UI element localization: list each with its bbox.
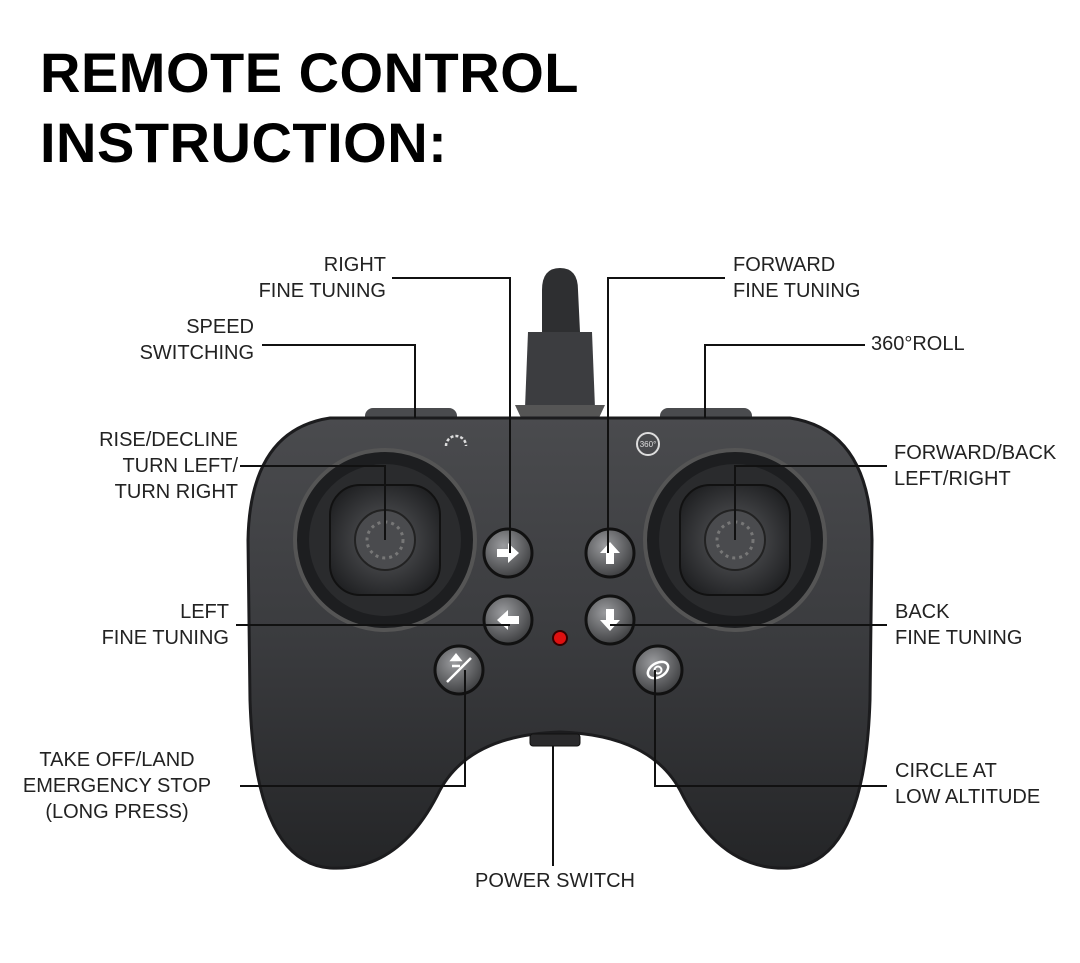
label-line: SWITCHING <box>139 342 254 364</box>
label-line: LEFT <box>180 601 229 623</box>
label-line: EMERGENCY STOP <box>22 775 212 797</box>
back-fine-tuning-button[interactable] <box>584 594 636 646</box>
take-off-land-icon <box>446 652 472 683</box>
label-line: FINE TUNING <box>895 627 1023 649</box>
label-line: BACK <box>895 601 950 623</box>
label-line: FINE TUNING <box>733 280 861 302</box>
label-line: 360°ROLL <box>871 333 965 355</box>
label-forward-fine-tuning: FORWARD FINE TUNING <box>733 252 860 304</box>
label-line: FORWARD <box>733 254 836 276</box>
title-line-1: REMOTE CONTROL <box>40 41 579 104</box>
roll-360-icon: 360° <box>636 432 660 456</box>
label-line: FINE TUNING <box>101 627 229 649</box>
circle-low-altitude-button[interactable] <box>632 644 684 696</box>
label-circle-low-altitude: CIRCLE AT LOW ALTITUDE <box>895 758 1040 810</box>
label-line: FORWARD/BACK <box>894 442 1057 464</box>
left-fine-tuning-button[interactable] <box>482 594 534 646</box>
label-line: LOW ALTITUDE <box>895 786 1041 808</box>
forward-fine-tuning-button[interactable] <box>584 527 636 579</box>
antenna <box>515 268 605 420</box>
right-fine-tuning-button[interactable] <box>482 527 534 579</box>
status-led <box>552 630 568 646</box>
page-title: REMOTE CONTROL INSTRUCTION: <box>40 38 579 178</box>
label-back-fine-tuning: BACK FINE TUNING <box>895 599 1022 651</box>
circle-flight-icon <box>646 660 670 680</box>
label-line: TURN LEFT/ <box>122 455 238 477</box>
label-forward-back: FORWARD/BACK LEFT/RIGHT <box>894 440 1056 492</box>
label-line: SPEED <box>186 316 254 338</box>
label-left-fine-tuning: LEFT FINE TUNING <box>40 599 229 651</box>
svg-text:360°: 360° <box>640 440 657 449</box>
label-line: (LONG PRESS) <box>45 801 189 823</box>
label-line: TURN RIGHT <box>114 481 238 503</box>
power-switch[interactable] <box>529 733 581 747</box>
leader-lines <box>236 277 887 866</box>
speedometer-icon <box>444 434 468 447</box>
label-line: CIRCLE AT <box>895 760 997 782</box>
label-line: FINE TUNING <box>258 280 386 302</box>
label-line: LEFT/RIGHT <box>894 468 1011 490</box>
title-line-2: INSTRUCTION: <box>40 111 448 174</box>
label-right-fine-tuning: RIGHT FINE TUNING <box>200 252 386 304</box>
label-line: RISE/DECLINE <box>99 429 238 451</box>
arrow-right-icon <box>497 543 519 563</box>
label-speed-switching: SPEED SWITCHING <box>80 314 254 366</box>
label-take-off-land: TAKE OFF/LAND EMERGENCY STOP (LONG PRESS… <box>10 747 224 825</box>
label-line: TAKE OFF/LAND <box>39 749 195 771</box>
label-rise-decline: RISE/DECLINE TURN LEFT/ TURN RIGHT <box>40 427 238 505</box>
label-line: RIGHT <box>323 254 386 276</box>
label-power-switch: POWER SWITCH <box>455 868 655 894</box>
arrow-up-icon <box>600 542 620 564</box>
take-off-land-button[interactable] <box>433 644 485 696</box>
label-360-roll: 360°ROLL <box>871 331 965 357</box>
label-line: POWER SWITCH <box>475 870 635 892</box>
